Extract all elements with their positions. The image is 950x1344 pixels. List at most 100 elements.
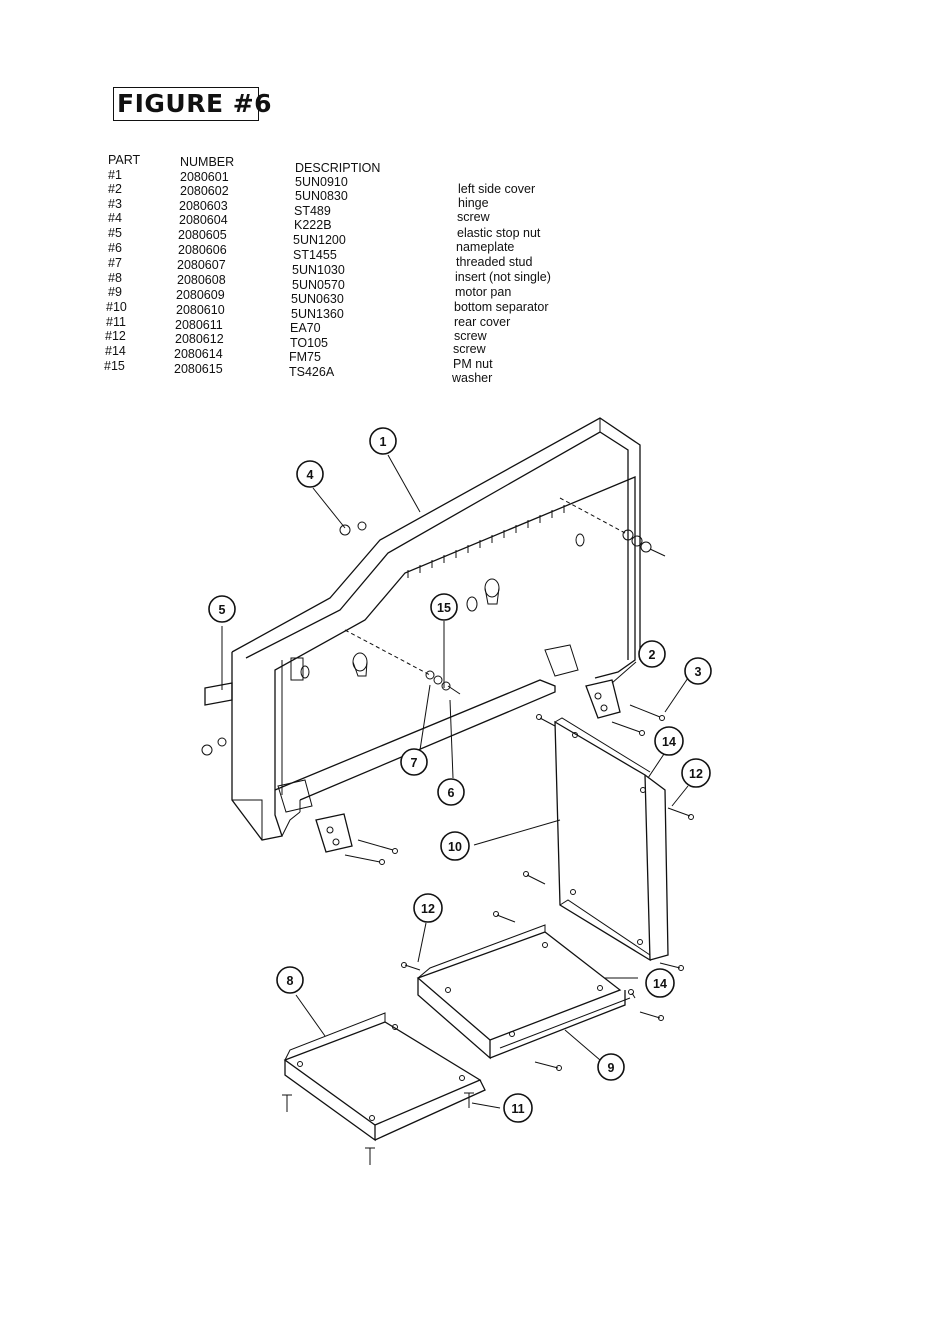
- code-cell: ST489: [294, 204, 331, 218]
- code-cell: FM75: [289, 350, 321, 364]
- callout-12: 12: [413, 893, 443, 923]
- number-cell: 2080615: [174, 362, 223, 376]
- figure-title: FIGURE #6: [113, 87, 272, 121]
- callout-11: 11: [503, 1093, 533, 1123]
- description-cell: insert (not single): [455, 270, 551, 284]
- code-cell: TO105: [290, 336, 328, 350]
- number-cell: 2080612: [175, 332, 224, 346]
- hinge-drawing: [315, 679, 621, 853]
- number-cell: 2080609: [176, 288, 225, 302]
- callout-label: 5: [219, 603, 226, 617]
- header-number: NUMBER: [180, 155, 235, 169]
- header-part: PART: [108, 153, 141, 167]
- callout-label: 14: [662, 735, 676, 749]
- motor-pan-drawing: [283, 1012, 486, 1142]
- callout-label: 10: [448, 840, 462, 854]
- description-cell: elastic stop nut: [457, 226, 541, 240]
- callout-9: 9: [597, 1053, 625, 1081]
- number-cell: 2080604: [179, 213, 228, 227]
- callout-label: 6: [448, 786, 455, 800]
- part-cell: #4: [108, 211, 122, 225]
- code-cell: TS426A: [289, 365, 335, 379]
- callout-1: 1: [369, 427, 397, 455]
- code-cell: EA70: [290, 321, 321, 335]
- callout-8: 8: [276, 966, 304, 994]
- description-cell: screw: [454, 329, 487, 343]
- description-cell: threaded stud: [456, 255, 533, 269]
- callout-label: 2: [649, 648, 656, 662]
- part-cell: #12: [105, 329, 126, 343]
- number-cell: 2080602: [180, 184, 229, 198]
- callout-label: 3: [695, 665, 702, 679]
- description-cell: left side cover: [458, 182, 536, 196]
- callout-7: 7: [400, 748, 428, 776]
- description-cell: screw: [457, 210, 490, 224]
- number-cell: 2080607: [177, 258, 226, 272]
- description-cell: hinge: [458, 196, 489, 210]
- number-cell: 2080614: [174, 347, 223, 361]
- number-cell: 2080611: [175, 318, 223, 332]
- code-cell: 5UN1200: [293, 233, 346, 247]
- callout-label: 7: [411, 756, 418, 770]
- exploded-assembly-diagram: 1 2 3 4 5 6 7 8 9 10 11 12 12 14 14 15: [201, 417, 712, 1165]
- callout-15: 15: [430, 593, 458, 621]
- nameplate-drawing: [204, 682, 233, 706]
- description-cell: rear cover: [454, 315, 511, 329]
- callout-10: 10: [440, 831, 470, 861]
- rear-cover-drawing: [554, 717, 669, 962]
- callout-14: 14: [645, 968, 675, 998]
- part-cell: #7: [108, 256, 122, 270]
- part-cell: #14: [105, 344, 126, 358]
- number-cell: 2080601: [180, 170, 229, 184]
- description-cell: washer: [452, 371, 493, 385]
- callout-label: 12: [421, 902, 435, 916]
- part-cell: #1: [108, 168, 122, 182]
- description-cell: screw: [453, 342, 486, 356]
- description-cell: PM nut: [453, 357, 493, 371]
- number-cell: 2080608: [177, 273, 226, 287]
- part-cell: #5: [108, 226, 122, 240]
- part-cell: #15: [104, 359, 125, 373]
- part-cell: #2: [108, 182, 122, 196]
- callout-12: 12: [681, 758, 711, 788]
- callout-6: 6: [437, 778, 465, 806]
- code-cell: 5UN1360: [291, 307, 344, 321]
- callout-4: 4: [296, 460, 324, 488]
- header-description: DESCRIPTION: [295, 161, 381, 175]
- code-cell: 5UN0830: [295, 189, 348, 203]
- callout-label: 1: [380, 435, 387, 449]
- code-cell: K222B: [294, 218, 332, 232]
- callout-2: 2: [638, 640, 666, 668]
- callout-3: 3: [684, 657, 712, 685]
- number-cell: 2080610: [176, 303, 225, 317]
- description-cell: motor pan: [455, 285, 512, 299]
- part-cell: #9: [108, 285, 122, 299]
- fasteners-drawing: [201, 497, 694, 1165]
- callout-label: 8: [287, 974, 294, 988]
- callout-label: 9: [608, 1061, 615, 1075]
- description-cell: bottom separator: [454, 300, 549, 314]
- part-cell: #10: [106, 300, 127, 314]
- callout-label: 12: [689, 767, 703, 781]
- code-cell: ST1455: [293, 248, 337, 262]
- leader-lines: [221, 454, 689, 1109]
- callout-label: 11: [511, 1102, 524, 1116]
- number-cell: 2080605: [178, 228, 227, 242]
- part-cell: #8: [108, 271, 122, 285]
- callout-label: 4: [307, 468, 314, 482]
- number-cell: 2080603: [179, 199, 228, 213]
- code-cell: 5UN1030: [292, 263, 345, 277]
- callout-14: 14: [654, 726, 684, 756]
- callout-5: 5: [208, 595, 236, 623]
- code-cell: 5UN0910: [295, 175, 348, 189]
- callout-label: 15: [437, 601, 451, 615]
- code-cell: 5UN0630: [291, 292, 344, 306]
- description-cell: nameplate: [456, 240, 515, 254]
- number-cell: 2080606: [178, 243, 227, 257]
- part-cell: #6: [108, 241, 122, 255]
- part-cell: #3: [108, 197, 122, 211]
- part-cell: #11: [106, 315, 126, 329]
- left-side-cover-drawing: [231, 417, 641, 841]
- bottom-separator-drawing: [416, 924, 631, 1060]
